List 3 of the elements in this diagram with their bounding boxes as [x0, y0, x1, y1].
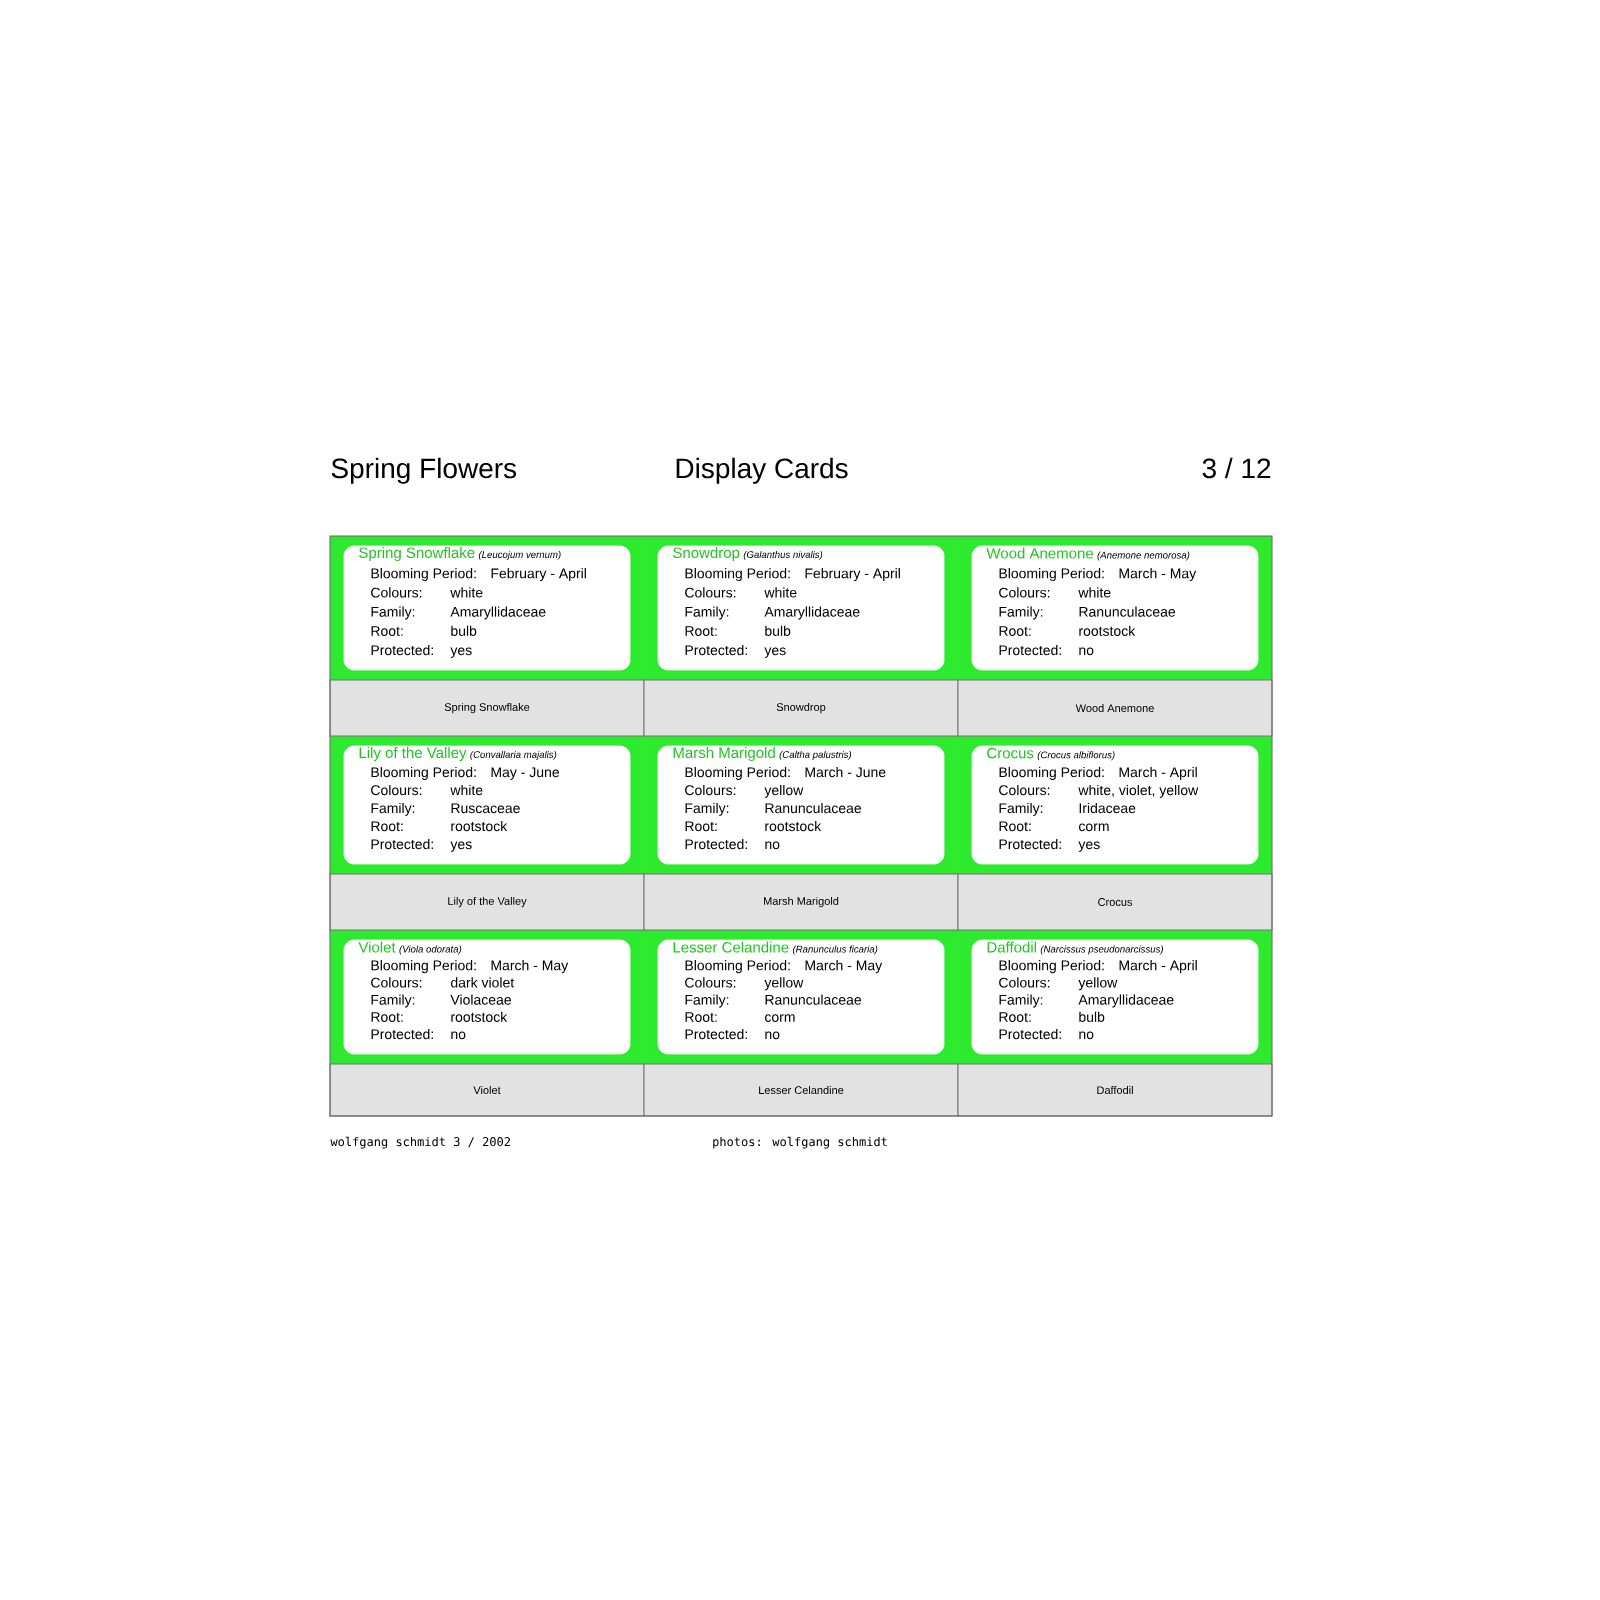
page-title: Spring Flowers	[331, 457, 517, 484]
page-number: 3 / 12	[1202, 457, 1271, 479]
heading: Display Cards	[676, 457, 848, 484]
